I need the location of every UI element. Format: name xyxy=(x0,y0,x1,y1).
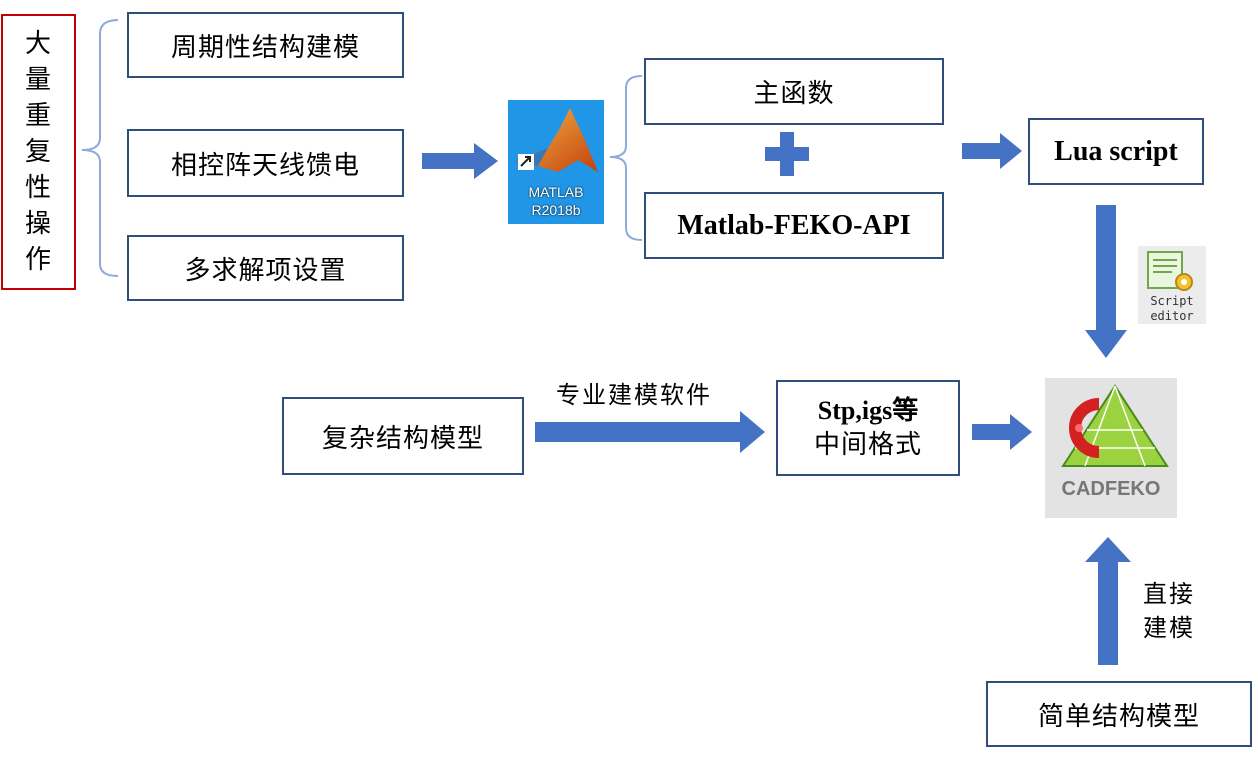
script-editor-label-1: Script xyxy=(1150,294,1194,308)
matlab-icon-label: MATLAB xyxy=(528,184,584,200)
complex-model-label: 复杂结构模型 xyxy=(321,423,484,454)
task-periodic-modeling: 周期性结构建模 xyxy=(127,12,404,78)
direct-label-1: 直接 xyxy=(1143,580,1195,608)
cadfeko-label: CADFEKO xyxy=(1061,478,1161,500)
simple-model-box: 简单结构模型 xyxy=(986,681,1252,747)
left-label-char: 大 xyxy=(24,29,52,59)
main-function-label: 主函数 xyxy=(753,79,835,109)
arrow-simple-to-cadfeko xyxy=(1085,537,1131,665)
matlab-logo-icon xyxy=(508,100,604,224)
cadfeko-icon[interactable]: CADFEKO xyxy=(1045,378,1177,518)
left-label-char: 量 xyxy=(24,65,52,95)
cadfeko-logo-icon xyxy=(1061,384,1169,467)
intermediate-label-2: 中间格式 xyxy=(813,430,922,460)
matlab-icon-version: R2018b xyxy=(531,202,581,218)
left-label-char: 作 xyxy=(24,245,52,275)
repetitive-ops-label: 大 量 重 复 性 操 作 xyxy=(1,14,76,290)
arrow-to-cadfeko xyxy=(972,414,1032,450)
left-label-char: 重 xyxy=(24,101,52,131)
plus-icon xyxy=(765,132,809,176)
intermediate-format-box: Stp,igs等 中间格式 xyxy=(776,380,960,476)
task-multi-solver-setup: 多求解项设置 xyxy=(127,235,404,301)
document-gear-icon xyxy=(1147,251,1193,291)
left-label-char: 操 xyxy=(24,209,52,239)
pro-software-label: 专业建模软件 xyxy=(556,381,712,409)
task-phased-array-feed: 相控阵天线馈电 xyxy=(127,129,404,197)
main-function-box: 主函数 xyxy=(644,58,944,125)
complex-model-box: 复杂结构模型 xyxy=(282,397,524,475)
lua-label: Lua script xyxy=(1054,135,1178,167)
left-label-char: 性 xyxy=(24,173,52,203)
arrow-to-lua xyxy=(962,133,1022,169)
right-brace xyxy=(609,75,643,241)
task-label: 多求解项设置 xyxy=(184,255,347,286)
api-label: Matlab-FEKO-API xyxy=(677,209,911,241)
arrow-to-matlab xyxy=(422,143,498,179)
matlab-feko-api-box: Matlab-FEKO-API xyxy=(644,192,944,259)
arrow-lua-to-cadfeko xyxy=(1085,205,1127,358)
direct-modeling-label: 直接 建模 xyxy=(1143,577,1195,645)
intermediate-label-1: Stp,igs等 xyxy=(817,396,919,425)
simple-model-label: 简单结构模型 xyxy=(1037,701,1200,732)
lua-script-box: Lua script xyxy=(1028,118,1204,185)
task-label: 相控阵天线馈电 xyxy=(170,150,360,181)
matlab-icon[interactable]: MATLAB R2018b xyxy=(508,100,604,224)
script-editor-label-2: editor xyxy=(1150,309,1194,323)
script-editor-icon[interactable]: Script editor xyxy=(1138,246,1206,324)
left-label-char: 复 xyxy=(24,137,52,167)
task-label: 周期性结构建模 xyxy=(170,32,360,63)
arrow-to-intermediate xyxy=(535,411,765,453)
direct-label-2: 建模 xyxy=(1143,614,1195,642)
left-brace xyxy=(81,19,119,277)
